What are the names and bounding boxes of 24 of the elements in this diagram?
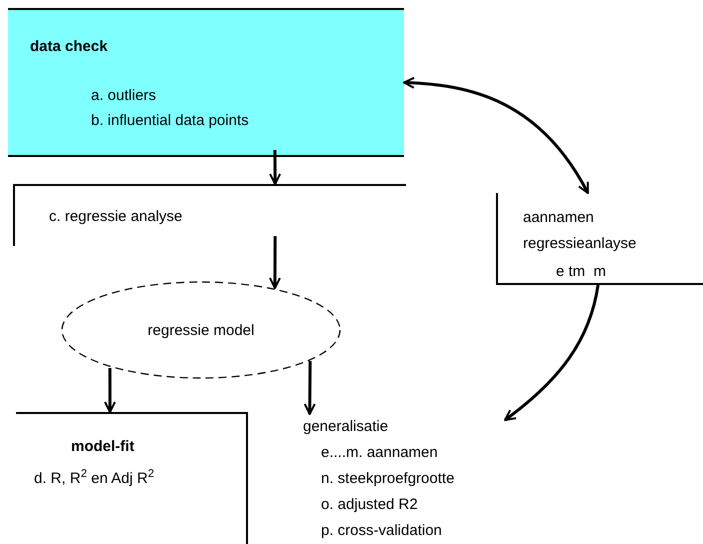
node-text: model-fit — [71, 437, 134, 457]
node-text: c. regressie analyse — [49, 207, 182, 227]
node-text: n. steekproefgrootte — [320, 469, 456, 489]
process-box — [13, 184, 406, 246]
arrow — [304, 360, 316, 415]
node-text: regressie model — [146, 321, 256, 341]
arrow — [403, 77, 590, 194]
node-text: generalisatie — [303, 417, 390, 437]
process-box — [16, 412, 248, 544]
node-text: a. outliers — [91, 86, 156, 106]
node-text: o. adjusted R2 — [320, 495, 419, 515]
arrow — [504, 284, 600, 422]
node-text: e tm m — [556, 262, 606, 282]
arrow — [104, 368, 116, 413]
process-box — [496, 193, 703, 285]
node-text: p. cross-validation — [320, 521, 443, 541]
node-text: data check — [30, 37, 108, 57]
node-text: d. R, R$^{2}$ en Adj R$^{2}$ — [34, 468, 154, 489]
model-ellipse — [60, 280, 342, 380]
process-box — [8, 8, 404, 157]
arrow — [268, 236, 281, 289]
node-text: b. influential data points — [91, 111, 249, 131]
node-text: e....m. aannamen — [320, 443, 439, 463]
arrow — [269, 150, 282, 185]
